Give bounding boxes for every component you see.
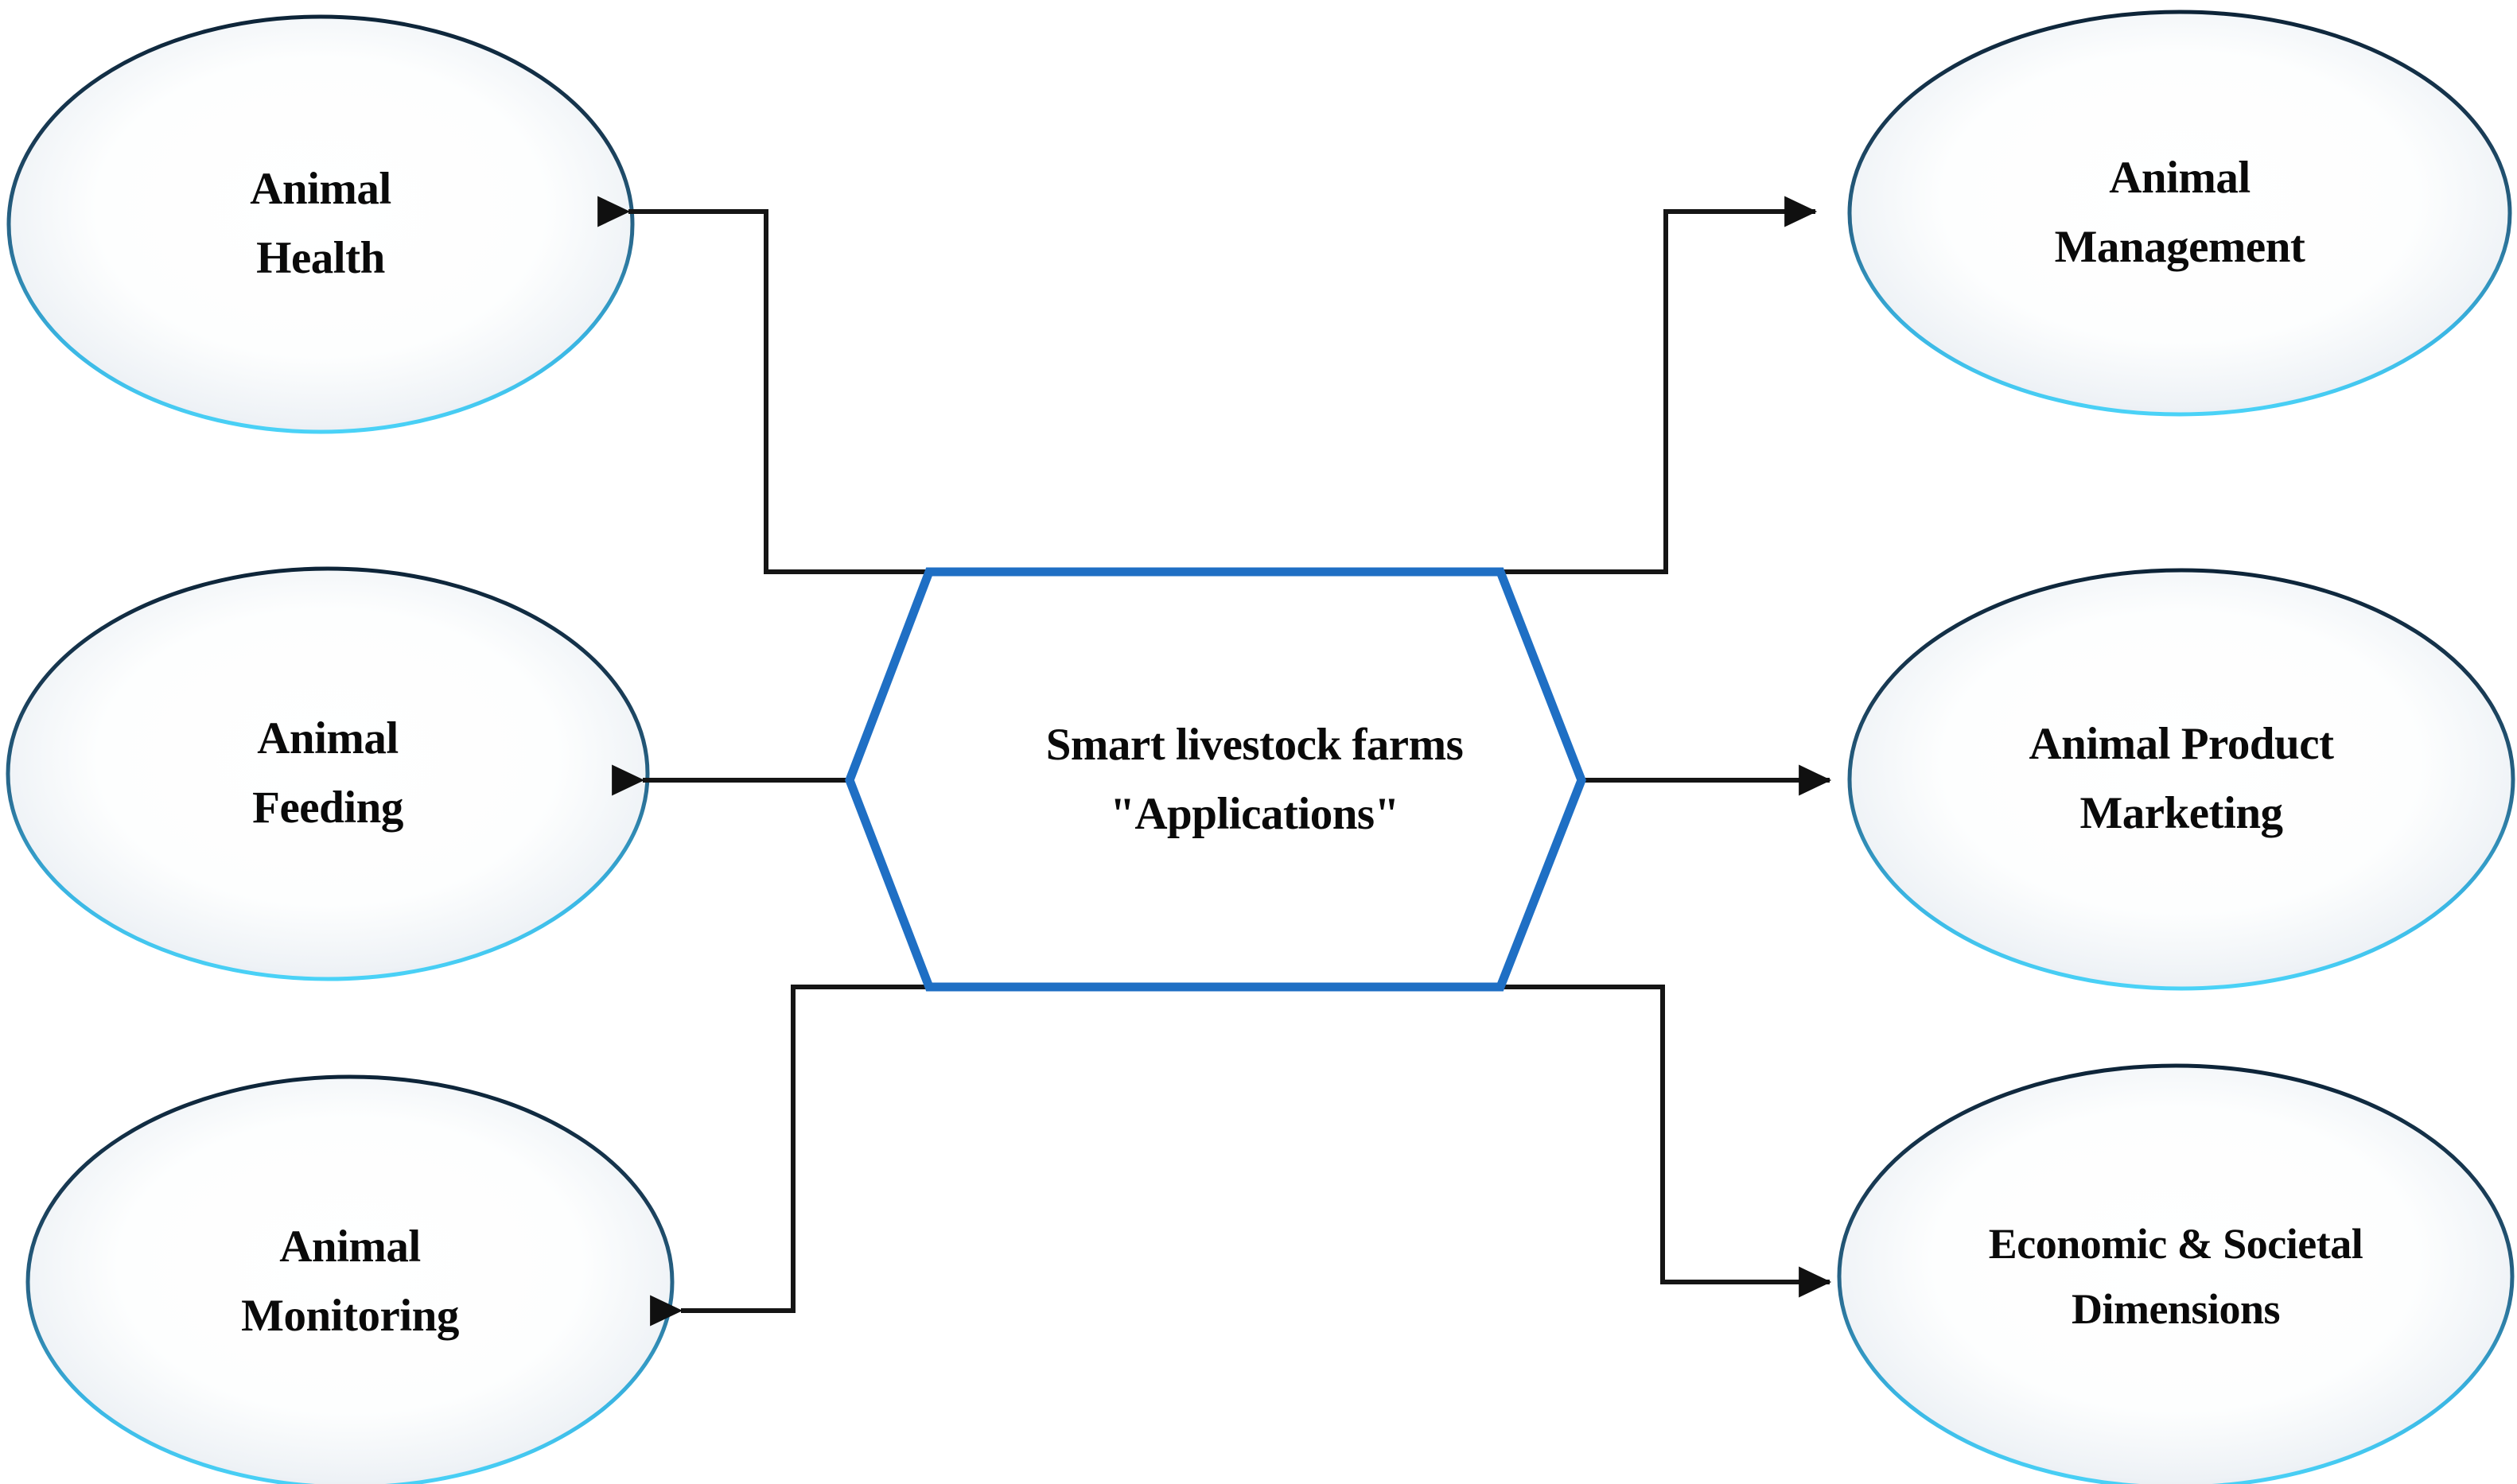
ellipse-shape-animal-monitoring	[25, 1074, 675, 1484]
node-animal-monitoring[interactable]	[25, 1074, 675, 1484]
connector-center-to-economic-societal-dimensions	[1500, 985, 1832, 1298]
node-animal-feeding[interactable]	[6, 566, 650, 981]
connector-center-to-animal-management	[1500, 196, 1818, 574]
ellipse-shape-economic-societal-dimensions	[1837, 1063, 2515, 1484]
ellipse-shape-animal-feeding	[6, 566, 650, 981]
ellipse-shape-animal-health	[6, 14, 635, 434]
node-animal-health[interactable]	[6, 14, 635, 434]
node-animal-management[interactable]	[1847, 10, 2512, 417]
ellipse-shape-animal-management	[1847, 10, 2512, 417]
node-center-hexagon[interactable]	[845, 567, 1586, 992]
ellipse-shape-animal-product-marketing	[1847, 568, 2515, 991]
connector-center-to-animal-health	[597, 196, 929, 574]
connector-center-to-animal-monitoring	[650, 985, 929, 1327]
node-animal-product-marketing[interactable]	[1847, 568, 2515, 991]
hexagon-shape	[845, 567, 1586, 992]
node-economic-societal-dimensions[interactable]	[1837, 1063, 2515, 1484]
